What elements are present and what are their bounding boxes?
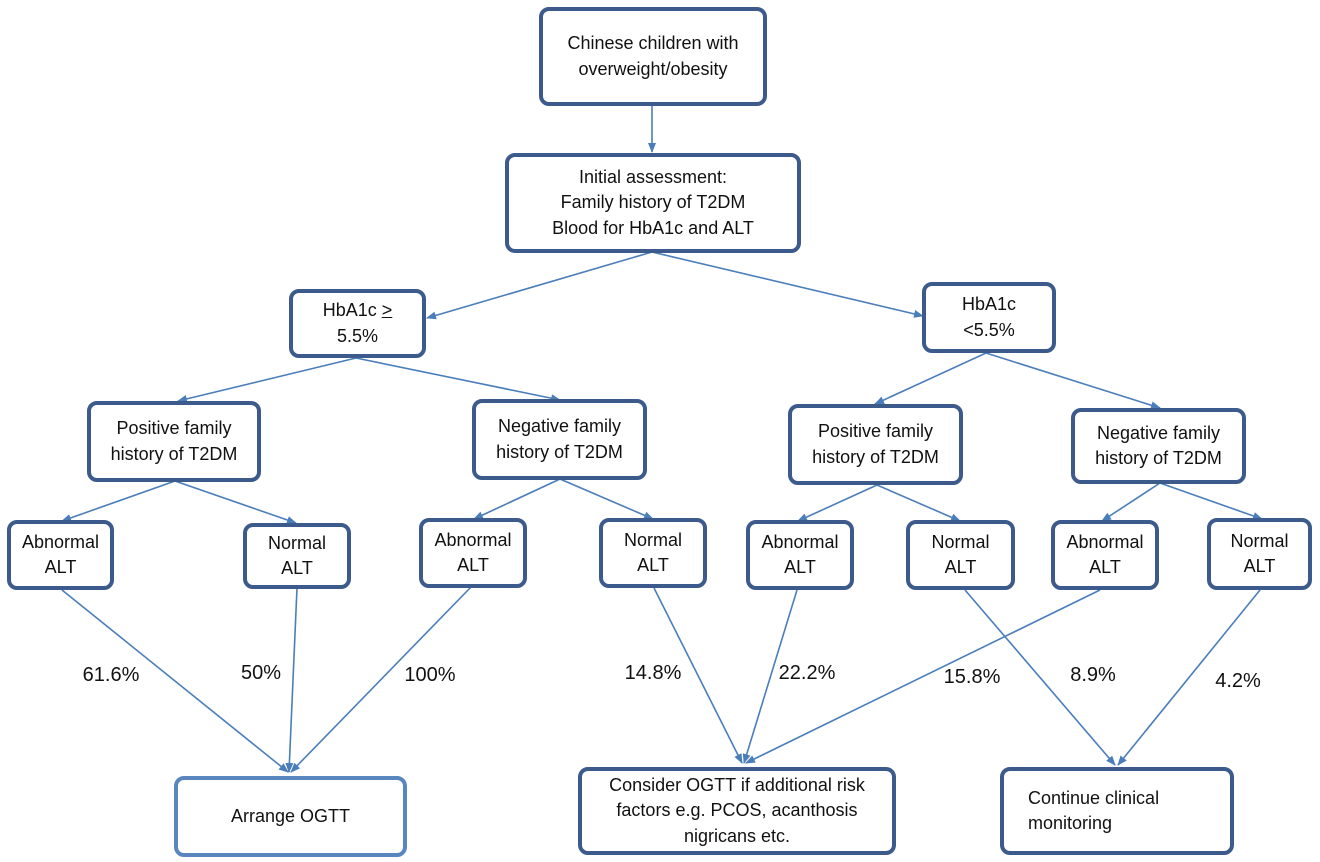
edge-alt1-ogtt bbox=[61, 589, 289, 773]
ogtt-line-1: Arrange OGTT bbox=[230, 805, 351, 826]
neg-fh-right-line-2: history of T2DM bbox=[1095, 448, 1222, 468]
alt1-line-1: Abnormal bbox=[21, 531, 100, 552]
consider-ogtt-node: Consider OGTT if additional risk factors… bbox=[578, 767, 896, 855]
alt2-line-2: ALT bbox=[281, 558, 313, 578]
hba1c-low-node: HbA1c <5.5% bbox=[922, 282, 1056, 353]
consider-line-1: Consider OGTT if additional risk bbox=[609, 775, 865, 796]
percentage-label: 22.2% bbox=[778, 662, 836, 684]
edge-low-pos bbox=[874, 352, 987, 405]
hba1c-high-symbol: > bbox=[381, 300, 393, 321]
alt4-line-1: Normal bbox=[623, 529, 682, 550]
hba1c-high-node: HbA1c > 5.5% bbox=[289, 289, 426, 358]
hba1c-high-line-1: HbA1c > bbox=[323, 298, 393, 323]
percentage-label: 100% bbox=[404, 664, 456, 686]
edge-alt2-ogtt bbox=[285, 587, 298, 773]
alt-node-7: Abnormal ALT bbox=[1051, 520, 1159, 590]
alt-node-8: Normal ALT bbox=[1207, 518, 1312, 590]
alt2-line-1: Normal bbox=[267, 532, 326, 553]
percentage-label: 50% bbox=[240, 662, 282, 684]
alt-node-3: Abnormal ALT bbox=[419, 518, 527, 588]
edge-neg-left-alt4 bbox=[559, 478, 654, 520]
alt7-line-2: ALT bbox=[1089, 557, 1121, 577]
alt5-line-2: ALT bbox=[784, 557, 816, 577]
edge-neg-right-alt8 bbox=[1159, 482, 1263, 520]
assessment-line-2: Family history of T2DM bbox=[560, 192, 746, 213]
edge-neg-right-alt7 bbox=[1101, 482, 1161, 522]
negative-family-history-right-node: Negative family history of T2DM bbox=[1071, 408, 1246, 484]
alt8-line-1: Normal bbox=[1230, 530, 1289, 551]
monitor-line-2: monitoring bbox=[1028, 813, 1113, 833]
hba1c-low-line-2: <5.5% bbox=[963, 319, 1015, 340]
alt-node-4: Normal ALT bbox=[599, 518, 707, 588]
alt3-line-1: Abnormal bbox=[434, 529, 512, 550]
negative-family-history-left-node: Negative family history of T2DM bbox=[472, 399, 647, 480]
percentage-label: 15.8% bbox=[943, 666, 1001, 688]
pos-fh-left-line-2: history of T2DM bbox=[110, 443, 238, 464]
edge-pos-right-alt6 bbox=[876, 484, 961, 522]
pos-fh-right-line-1: Positive family bbox=[817, 421, 933, 442]
alt-node-1: Abnormal ALT bbox=[7, 520, 114, 590]
positive-family-history-left-node: Positive family history of T2DM bbox=[87, 401, 261, 482]
edge-alt3-ogtt bbox=[290, 586, 472, 773]
edge-alt5-consider bbox=[742, 589, 798, 764]
alt-node-2: Normal ALT bbox=[243, 523, 351, 589]
monitor-line-1: Continue clinical bbox=[1028, 787, 1160, 808]
root-line-1: Chinese children with bbox=[567, 33, 739, 54]
alt6-line-1: Normal bbox=[931, 531, 990, 552]
neg-fh-left-line-1: Negative family bbox=[497, 416, 622, 437]
percentage-label: 4.2% bbox=[1215, 670, 1261, 692]
hba1c-high-line-2: 5.5% bbox=[336, 325, 378, 346]
edge-neg-left-alt3 bbox=[473, 478, 561, 520]
assessment-line-1: Initial assessment: bbox=[578, 167, 728, 188]
root-line-2: overweight/obesity bbox=[578, 58, 728, 79]
percentage-label: 61.6% bbox=[82, 664, 140, 686]
pos-fh-left-line-1: Positive family bbox=[116, 418, 232, 439]
hba1c-low-line-1: HbA1c bbox=[961, 294, 1017, 315]
alt-node-6: Normal ALT bbox=[906, 520, 1015, 590]
edge-alt7-consider bbox=[745, 589, 1101, 764]
alt4-line-2: ALT bbox=[637, 555, 669, 575]
continue-monitoring-node: Continue clinical monitoring bbox=[1000, 767, 1234, 855]
alt8-line-2: ALT bbox=[1243, 556, 1276, 576]
root-node: Chinese children with overweight/obesity bbox=[539, 7, 767, 106]
edge-low-neg bbox=[985, 352, 1161, 410]
alt5-line-1: Abnormal bbox=[761, 531, 839, 552]
percentage-label: 14.8% bbox=[624, 662, 682, 684]
consider-line-2: factors e.g. PCOS, acanthosis bbox=[616, 800, 858, 821]
alt3-line-2: ALT bbox=[457, 555, 489, 575]
alt6-line-2: ALT bbox=[944, 557, 977, 577]
neg-fh-right-line-1: Negative family bbox=[1096, 422, 1221, 443]
edge-alt4-consider bbox=[653, 587, 743, 764]
edge-pos-left-alt2 bbox=[174, 480, 297, 524]
alt1-line-2: ALT bbox=[44, 557, 77, 577]
edge-high-pos bbox=[177, 357, 357, 403]
edge-high-neg bbox=[355, 357, 561, 403]
edge-assessment-hba1c-high bbox=[426, 251, 653, 320]
neg-fh-left-line-2: history of T2DM bbox=[496, 441, 623, 462]
edge-assessment-hba1c-low bbox=[651, 251, 924, 318]
hba1c-high-prefix: HbA1c bbox=[322, 300, 382, 321]
assessment-line-3: Blood for HbA1c and ALT bbox=[552, 217, 754, 238]
pos-fh-right-line-2: history of T2DM bbox=[812, 446, 939, 467]
alt7-line-1: Abnormal bbox=[1066, 531, 1144, 552]
alt-node-5: Abnormal ALT bbox=[746, 520, 854, 590]
edge-alt6-monitor bbox=[964, 589, 1116, 766]
consider-line-3: nigricans etc. bbox=[683, 825, 791, 846]
arrange-ogtt-node: Arrange OGTT bbox=[174, 776, 407, 857]
initial-assessment-node: Initial assessment: Family history of T2… bbox=[505, 153, 801, 253]
positive-family-history-right-node: Positive family history of T2DM bbox=[788, 404, 963, 485]
edge-alt8-monitor bbox=[1117, 589, 1261, 766]
edge-pos-left-alt1 bbox=[61, 480, 176, 522]
edge-pos-right-alt5 bbox=[797, 484, 878, 522]
percentage-label: 8.9% bbox=[1070, 664, 1116, 686]
